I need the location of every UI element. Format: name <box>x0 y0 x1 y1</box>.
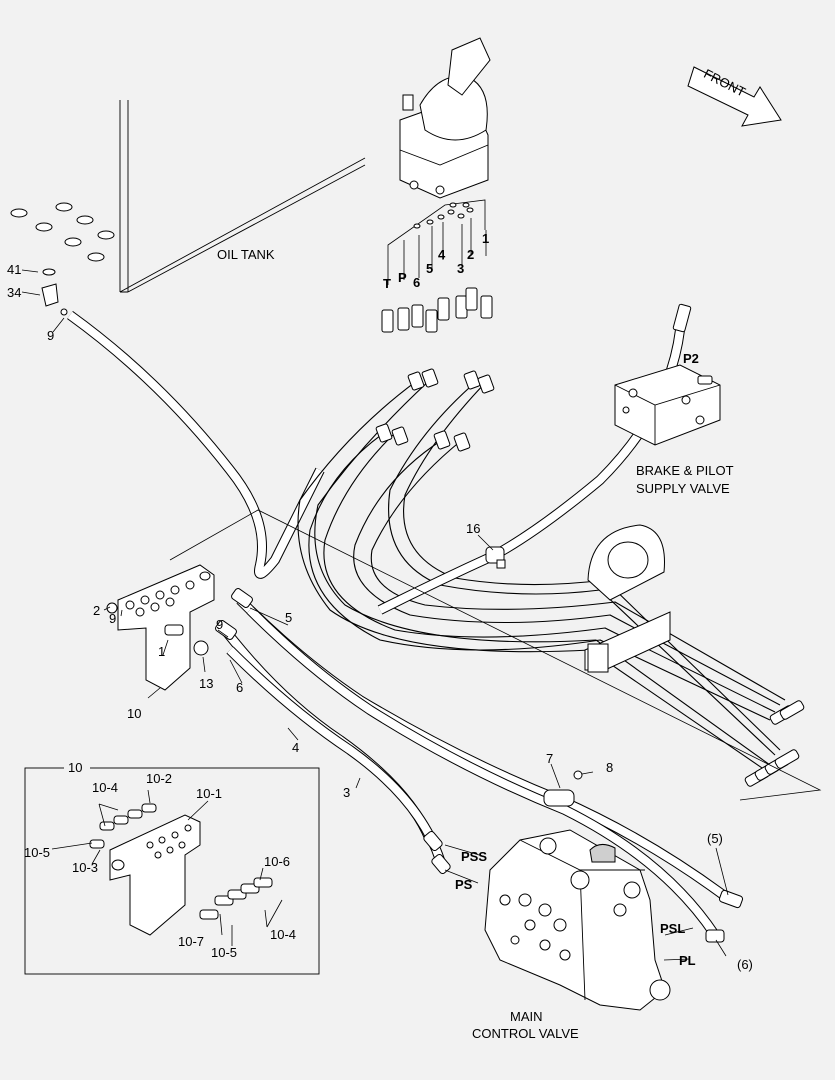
detail-10-6: 10-6 <box>264 854 290 869</box>
detail-10-4-bottom: 10-4 <box>270 927 296 942</box>
labels: OIL TANK BRAKE & PILOT SUPPLY VALVE MAIN… <box>7 231 753 1041</box>
callout-9-block: 9 <box>109 611 116 626</box>
joystick-hose-fittings <box>375 368 495 452</box>
detail-box <box>24 760 320 975</box>
joystick-port-leads <box>381 199 493 333</box>
callout-3: 3 <box>343 785 350 800</box>
tank-fittings <box>41 268 68 316</box>
detail-10-5-bottom: 10-5 <box>211 945 237 960</box>
callout-34: 34 <box>7 285 21 300</box>
detail-10-2: 10-2 <box>146 771 172 786</box>
brake-pilot-label-2: SUPPLY VALVE <box>636 481 730 496</box>
callout-4: 4 <box>292 740 299 755</box>
callout-16: 16 <box>466 521 480 536</box>
port-t: T <box>383 276 391 291</box>
detail-10-1: 10-1 <box>196 786 222 801</box>
main-valve-label-2: CONTROL VALVE <box>472 1026 579 1041</box>
callout-2: 2 <box>93 603 100 618</box>
callout-41: 41 <box>7 262 21 277</box>
port-p: P <box>398 270 407 285</box>
brake-pilot-supply-valve <box>614 303 721 446</box>
main-control-valve <box>484 829 671 1011</box>
clamp-16 <box>485 546 506 569</box>
leader-lines <box>21 269 729 961</box>
port-5: 5 <box>426 261 433 276</box>
front-arrow: FRONT <box>687 66 782 127</box>
assembly-outline <box>169 509 822 801</box>
port-psl: PSL <box>660 921 685 936</box>
detail-10-7: 10-7 <box>178 934 204 949</box>
hose-end-fittings <box>744 700 805 787</box>
callout-8: 8 <box>606 760 613 775</box>
detail-title-10: 10 <box>68 760 82 775</box>
port-2: 2 <box>467 247 474 262</box>
port-4: 4 <box>438 247 446 262</box>
detail-10-4-top: 10-4 <box>92 780 118 795</box>
port-3: 3 <box>457 261 464 276</box>
callout-1: 1 <box>158 644 165 659</box>
detail-10-3: 10-3 <box>72 860 98 875</box>
callout-7: 7 <box>546 751 553 766</box>
main-valve-hoses <box>215 588 744 943</box>
terminal-block-10 <box>106 564 215 691</box>
callout-9-tank: 9 <box>47 328 54 343</box>
brake-pilot-label-1: BRAKE & PILOT <box>636 463 734 478</box>
callout-9-right: 9 <box>216 617 223 632</box>
oil-tank-label: OIL TANK <box>217 247 275 262</box>
port-ps: PS <box>455 877 473 892</box>
port-pl: PL <box>679 953 696 968</box>
port-6: 6 <box>413 275 420 290</box>
pilot-joystick <box>399 37 491 199</box>
hose-bracket-loop <box>584 524 671 673</box>
port-pss: PSS <box>461 849 487 864</box>
main-valve-label-1: MAIN <box>510 1009 543 1024</box>
port-p2: P2 <box>683 351 699 366</box>
port-1: 1 <box>482 231 489 246</box>
detail-10-5-left: 10-5 <box>24 845 50 860</box>
callout-13: 13 <box>199 676 213 691</box>
callout-6-ref: (6) <box>737 957 753 972</box>
callout-5-ref: (5) <box>707 831 723 846</box>
callout-5: 5 <box>285 610 292 625</box>
callout-10: 10 <box>127 706 141 721</box>
callout-6: 6 <box>236 680 243 695</box>
oil-tank <box>10 100 366 293</box>
